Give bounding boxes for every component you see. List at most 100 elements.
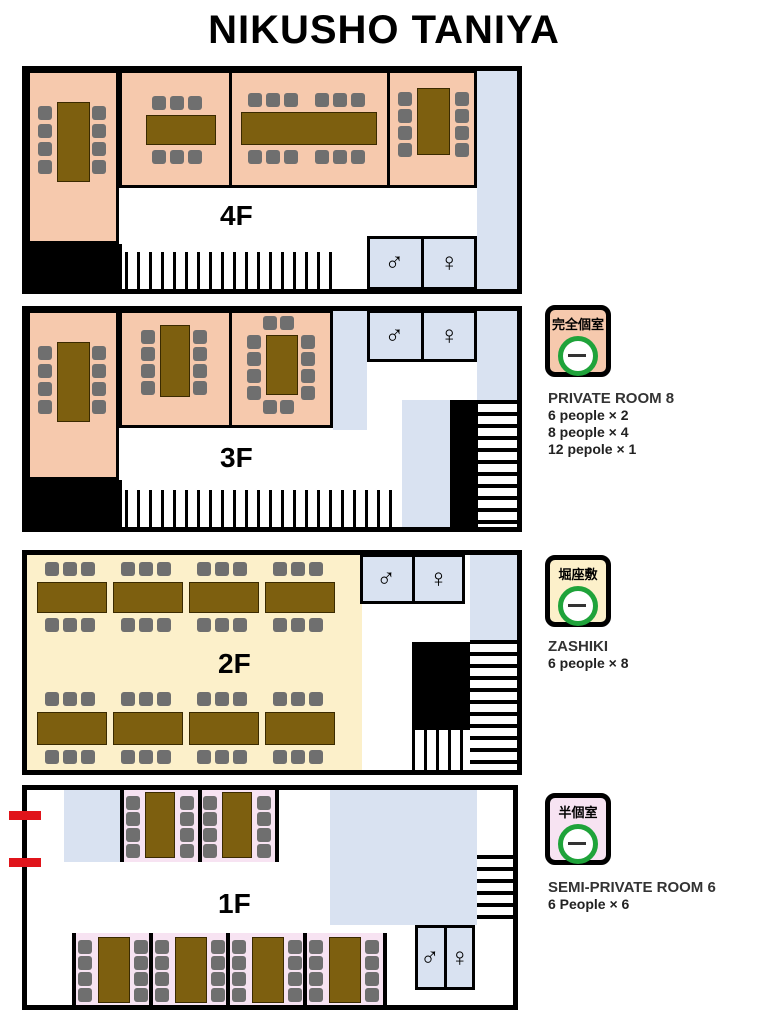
chair bbox=[291, 750, 305, 764]
chair bbox=[197, 692, 211, 706]
chair bbox=[273, 562, 287, 576]
chair bbox=[365, 988, 379, 1002]
chair bbox=[141, 347, 155, 361]
chair bbox=[134, 956, 148, 970]
chair bbox=[139, 618, 153, 632]
chair bbox=[92, 160, 106, 174]
chair bbox=[284, 93, 298, 107]
chair bbox=[247, 335, 261, 349]
chair bbox=[121, 562, 135, 576]
chair bbox=[134, 940, 148, 954]
chair bbox=[301, 369, 315, 383]
private-room-icon: 完全個室 bbox=[545, 305, 611, 377]
corridor bbox=[64, 789, 122, 862]
chair bbox=[81, 562, 95, 576]
chair bbox=[398, 92, 412, 106]
partition bbox=[120, 789, 124, 862]
chair bbox=[257, 844, 271, 858]
chair bbox=[203, 844, 217, 858]
chair bbox=[92, 124, 106, 138]
divider bbox=[421, 310, 424, 362]
floor-label-1f: 1F bbox=[218, 888, 251, 919]
chair bbox=[81, 692, 95, 706]
floor-label-2f: 2F bbox=[218, 648, 251, 679]
chair bbox=[263, 316, 277, 330]
chair bbox=[38, 400, 52, 414]
chair bbox=[38, 160, 52, 174]
chair bbox=[211, 988, 225, 1002]
chair bbox=[126, 828, 140, 842]
table bbox=[98, 937, 130, 1003]
chair bbox=[455, 126, 469, 140]
chair bbox=[38, 142, 52, 156]
women-restroom-icon: ♀ bbox=[439, 320, 460, 350]
table bbox=[57, 102, 90, 182]
chair bbox=[78, 956, 92, 970]
legend-line: 12 pepole × 1 bbox=[548, 441, 637, 457]
chair bbox=[309, 972, 323, 986]
chair bbox=[92, 142, 106, 156]
chair bbox=[92, 382, 106, 396]
chair bbox=[197, 562, 211, 576]
stairs bbox=[470, 640, 518, 771]
chair bbox=[215, 692, 229, 706]
partition bbox=[275, 789, 279, 862]
chair bbox=[288, 972, 302, 986]
smoking-ok-icon bbox=[558, 336, 598, 376]
chair bbox=[38, 346, 52, 360]
chair bbox=[247, 369, 261, 383]
chair bbox=[157, 562, 171, 576]
chair bbox=[215, 618, 229, 632]
table bbox=[222, 792, 252, 858]
chair bbox=[92, 364, 106, 378]
chair bbox=[197, 618, 211, 632]
chair bbox=[45, 562, 59, 576]
private-room bbox=[27, 70, 119, 244]
chair bbox=[215, 562, 229, 576]
chair bbox=[273, 692, 287, 706]
table bbox=[160, 325, 190, 397]
chair bbox=[203, 828, 217, 842]
partition bbox=[198, 789, 202, 862]
partition bbox=[383, 933, 387, 1006]
floor-label-4f: 4F bbox=[220, 200, 253, 231]
table bbox=[146, 115, 216, 145]
chair bbox=[280, 316, 294, 330]
floor-label-3f: 3F bbox=[220, 442, 253, 473]
chair bbox=[233, 692, 247, 706]
chair bbox=[455, 109, 469, 123]
floor-3f-outline bbox=[22, 306, 522, 532]
chair bbox=[309, 956, 323, 970]
men-restroom-icon: ♂ bbox=[376, 563, 396, 593]
chair bbox=[284, 150, 298, 164]
chair bbox=[288, 956, 302, 970]
chair bbox=[197, 750, 211, 764]
chair bbox=[141, 381, 155, 395]
stair-well bbox=[450, 400, 478, 528]
chair bbox=[232, 940, 246, 954]
table bbox=[175, 937, 207, 1003]
semi-private-legend: SEMI-PRIVATE ROOM 6 6 People × 6 bbox=[548, 879, 716, 913]
entrance-marker bbox=[9, 858, 41, 867]
chair bbox=[455, 92, 469, 106]
chair bbox=[141, 330, 155, 344]
table bbox=[113, 582, 183, 613]
chair bbox=[134, 988, 148, 1002]
corridor bbox=[330, 789, 477, 925]
chair bbox=[38, 124, 52, 138]
chair bbox=[63, 692, 77, 706]
chair bbox=[180, 828, 194, 842]
chair bbox=[121, 692, 135, 706]
chair bbox=[257, 812, 271, 826]
chair bbox=[157, 618, 171, 632]
restaurant-title: NIKUSHO TANIYA bbox=[208, 8, 560, 52]
chair bbox=[38, 364, 52, 378]
chair bbox=[365, 940, 379, 954]
chair bbox=[38, 106, 52, 120]
chair bbox=[315, 150, 329, 164]
chair bbox=[211, 956, 225, 970]
chair bbox=[81, 618, 95, 632]
women-restroom-icon: ♀ bbox=[450, 941, 470, 972]
floor-1f-outline bbox=[22, 785, 518, 1010]
